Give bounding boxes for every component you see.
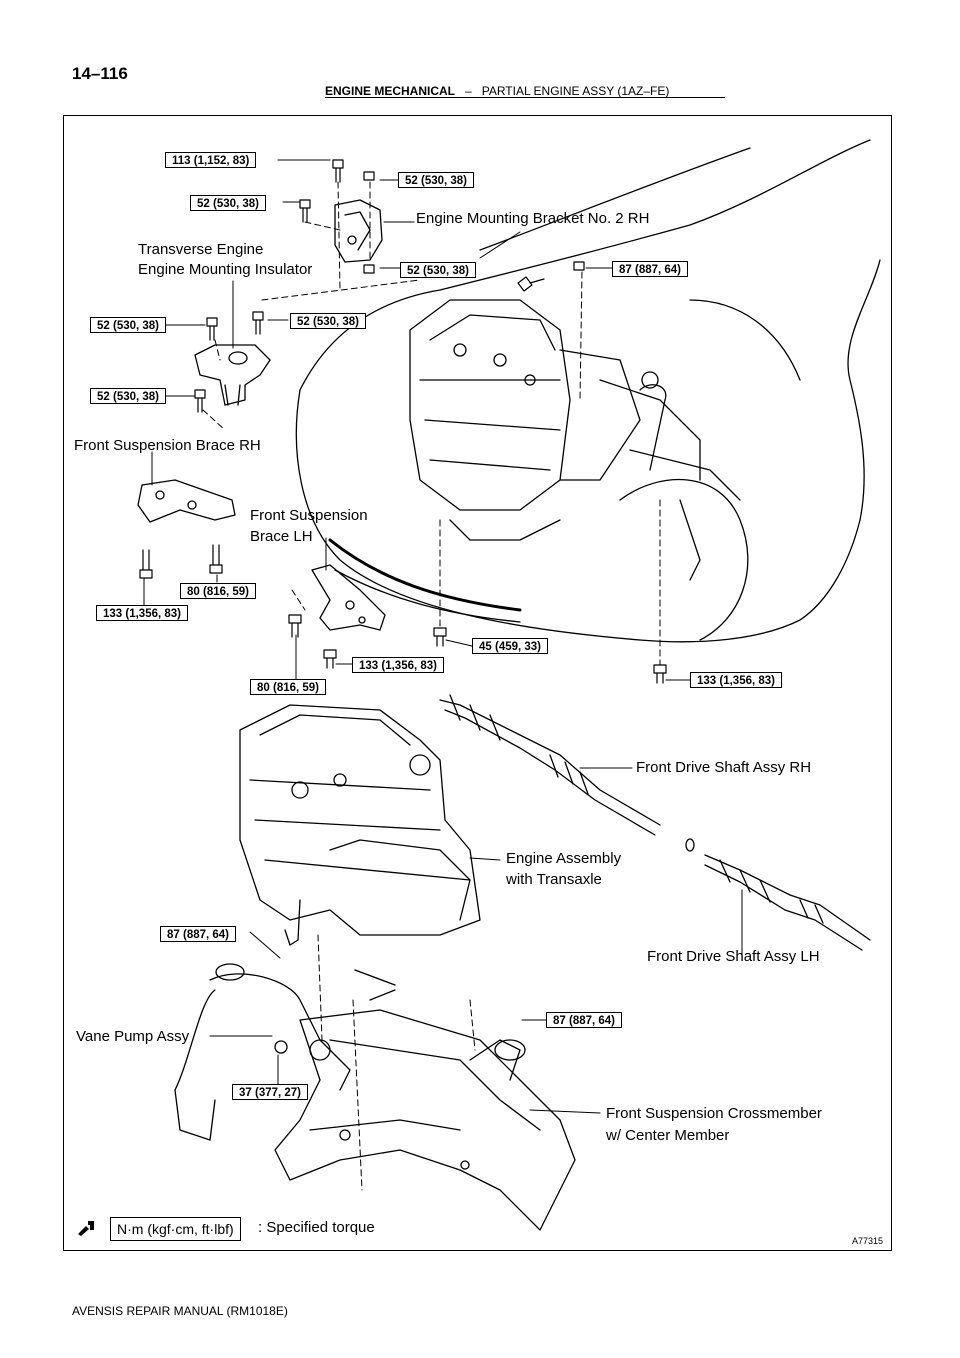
label-drive-shaft-lh: Front Drive Shaft Assy LH [647, 948, 820, 965]
label-drive-shaft-rh: Front Drive Shaft Assy RH [636, 759, 812, 776]
brace-lh-part [311, 564, 386, 631]
vehicle-body-outline [295, 139, 881, 643]
section-title: ENGINE MECHANICAL [325, 84, 456, 98]
engine-in-vehicle [409, 299, 741, 581]
torque-callout: 133 (1,356, 83) [690, 672, 783, 688]
torque-callout: 87 (887, 64) [612, 261, 689, 277]
label-crossmember-line1: Front Suspension Crossmember [606, 1105, 822, 1122]
header-rule [325, 97, 725, 98]
torque-callout: 133 (1,356, 83) [96, 605, 189, 621]
drive-shaft-rh [439, 694, 695, 852]
torque-callout: 80 (816, 59) [180, 583, 257, 599]
drive-shaft-lh [704, 854, 871, 951]
engine-assembly-part [239, 704, 481, 946]
bolt-set [139, 159, 667, 684]
figure-frame [63, 115, 892, 1251]
torque-callout: 37 (377, 27) [232, 1084, 309, 1100]
label-brace-lh-line2: Brace LH [250, 528, 313, 545]
label-vane-pump: Vane Pump Assy [76, 1028, 190, 1045]
label-engine-line2: with Transaxle [506, 871, 602, 888]
leader-lines [143, 159, 743, 1114]
torque-callout: 113 (1,152, 83) [165, 152, 257, 168]
torque-callout: 45 (459, 33) [472, 638, 549, 654]
torque-unit-box: N·m (kgf·cm, ft·lbf) [110, 1217, 241, 1241]
torque-callout: 52 (530, 38) [290, 313, 367, 329]
vane-pump-part [174, 963, 396, 1141]
page-number: 14–116 [72, 64, 128, 83]
header-separator: – [465, 84, 472, 98]
torque-callout: 52 (530, 38) [398, 172, 475, 188]
manual-footer: AVENSIS REPAIR MANUAL (RM1018E) [72, 1304, 288, 1318]
torque-callout: 52 (530, 38) [90, 317, 167, 333]
label-insulator-line2: Engine Mounting Insulator [138, 261, 313, 278]
torque-callout: 52 (530, 38) [90, 388, 167, 404]
crossmember-part [274, 1009, 576, 1231]
label-engine-line1: Engine Assembly [506, 850, 622, 867]
torque-callout: 52 (530, 38) [400, 262, 477, 278]
brace-rh-part [137, 479, 236, 523]
torque-wrench-icon [78, 1221, 94, 1236]
alignment-lines [202, 181, 661, 1191]
torque-callout: 52 (530, 38) [190, 195, 267, 211]
label-insulator-line1: Transverse Engine [138, 241, 264, 258]
label-crossmember-line2: w/ Center Member [606, 1127, 730, 1144]
label-brace-lh-line1: Front Suspension [250, 507, 368, 524]
insulator-part [194, 344, 271, 406]
subsection-title: PARTIAL ENGINE ASSY (1AZ–FE) [481, 84, 670, 98]
label-brace-rh: Front Suspension Brace RH [74, 437, 261, 454]
specified-torque-text: : Specified torque [258, 1219, 375, 1236]
torque-callout: 80 (816, 59) [250, 679, 327, 695]
torque-callout: 87 (887, 64) [160, 926, 237, 942]
torque-callout: 133 (1,356, 83) [352, 657, 445, 673]
section-header: ENGINE MECHANICAL – PARTIAL ENGINE ASSY … [325, 84, 669, 98]
label-mounting-bracket: Engine Mounting Bracket No. 2 RH [416, 210, 650, 227]
figure-id: A77315 [852, 1236, 884, 1246]
bracket-part [334, 199, 383, 263]
torque-callout: 87 (887, 64) [546, 1012, 623, 1028]
